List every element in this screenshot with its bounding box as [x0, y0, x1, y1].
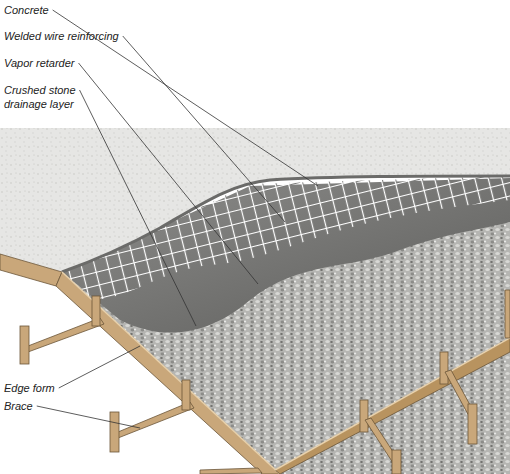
leader-line [59, 346, 140, 388]
leader-line [37, 406, 140, 428]
part-label: Brace [4, 399, 33, 413]
part-label: Edge form [4, 381, 55, 395]
leader-line [80, 90, 196, 326]
leader-line [79, 63, 258, 284]
leader-line [123, 36, 285, 222]
part-label: Welded wire reinforcing [4, 29, 119, 43]
part-label: Vapor retarder [4, 56, 75, 70]
part-label: Concrete [4, 3, 49, 17]
part-label: Crushed stone drainage layer [4, 83, 92, 111]
